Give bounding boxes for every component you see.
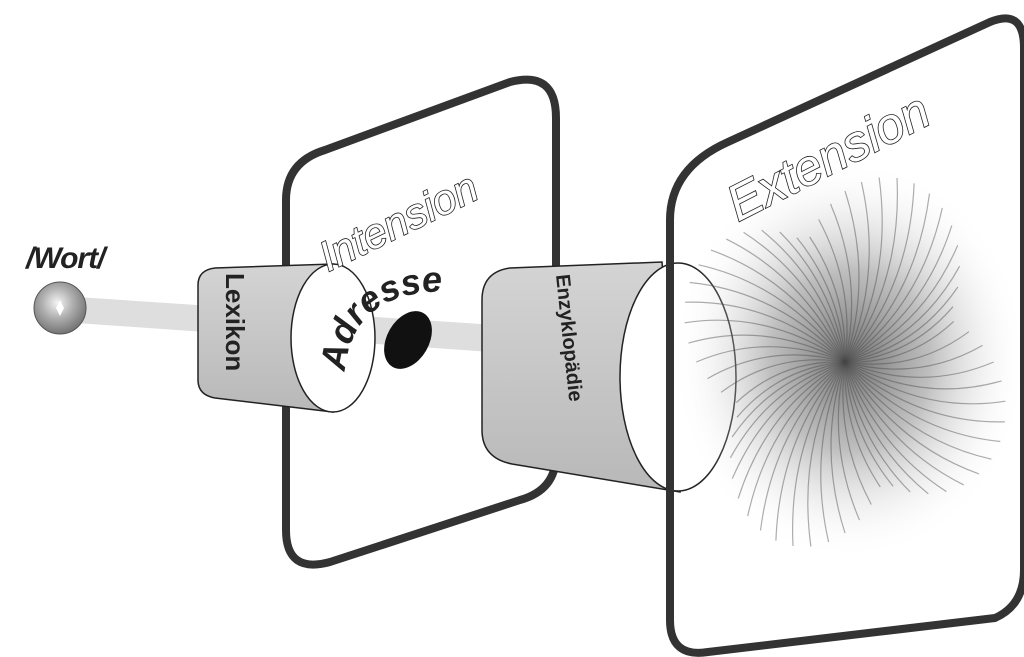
extension-ray <box>796 237 846 363</box>
extension-ray <box>844 225 953 363</box>
extension-ray <box>761 229 846 363</box>
lexicon-label: Lexikon <box>220 273 250 371</box>
extension-ray <box>844 361 992 460</box>
extension-frame <box>666 14 1024 657</box>
extension-ray <box>743 231 846 363</box>
extension-ray <box>707 354 846 380</box>
extension-ray <box>807 361 846 547</box>
extension-ray <box>736 361 846 418</box>
extension-ray <box>844 361 994 378</box>
extension-ray <box>696 346 846 363</box>
extension-ray <box>710 249 846 363</box>
extension-ray <box>818 219 848 363</box>
extension-ray <box>698 264 846 363</box>
lexicon-cylinder <box>197 263 376 413</box>
extension-ray <box>844 361 1006 405</box>
intension-label: Intension <box>311 163 485 280</box>
extension-ray <box>844 361 929 495</box>
extension-ray <box>844 265 961 363</box>
extension-ray <box>688 334 846 363</box>
extension-ray <box>779 231 846 363</box>
extension-ray <box>844 344 983 370</box>
extension-ray <box>737 361 846 499</box>
extension-ray <box>844 320 955 363</box>
extension-cloud <box>672 160 1024 560</box>
sphere-highlight <box>56 300 64 316</box>
extension-ray <box>844 361 964 486</box>
extension-ray <box>844 306 954 363</box>
extension-ray <box>842 361 872 505</box>
extension-ray <box>844 361 980 475</box>
extension-ray <box>844 361 911 493</box>
extension-ray <box>731 361 846 479</box>
extension-ray <box>759 361 846 531</box>
extension-ray <box>684 301 846 363</box>
extension-ray <box>792 361 846 547</box>
extension-ray <box>830 361 846 534</box>
extension-ray <box>844 190 860 363</box>
extension-ray <box>809 236 846 363</box>
extension-ray <box>844 361 1006 423</box>
extension-ray <box>837 361 861 521</box>
address-dot <box>384 311 432 369</box>
extension-ray <box>820 361 846 543</box>
extension-ray <box>844 331 970 365</box>
extension-ray <box>844 361 947 493</box>
extension-ray <box>844 361 1001 443</box>
extension-ray <box>747 361 846 517</box>
extension-ray <box>844 286 959 363</box>
extension-ray <box>844 183 915 363</box>
extension-ray <box>729 361 846 459</box>
extension-ray <box>844 361 881 488</box>
extension-ray <box>844 177 898 363</box>
extension-ray <box>726 238 846 363</box>
extension-ray <box>844 181 870 363</box>
extension-ray <box>844 177 883 363</box>
extension-ray <box>829 203 853 363</box>
extension-ray <box>844 361 1002 390</box>
extension-ray <box>684 319 846 363</box>
extension-ray <box>689 281 846 363</box>
extension-ray <box>720 359 846 393</box>
extension-ray <box>735 361 846 404</box>
extension-ray <box>844 361 894 487</box>
extension-ray <box>844 245 959 363</box>
extension-ray <box>844 193 931 363</box>
intension-frame <box>282 75 560 569</box>
word-label: /Wort/ <box>24 242 108 275</box>
extension-ray <box>775 361 846 541</box>
extension-ray <box>844 207 943 363</box>
extension-ray <box>731 361 846 438</box>
